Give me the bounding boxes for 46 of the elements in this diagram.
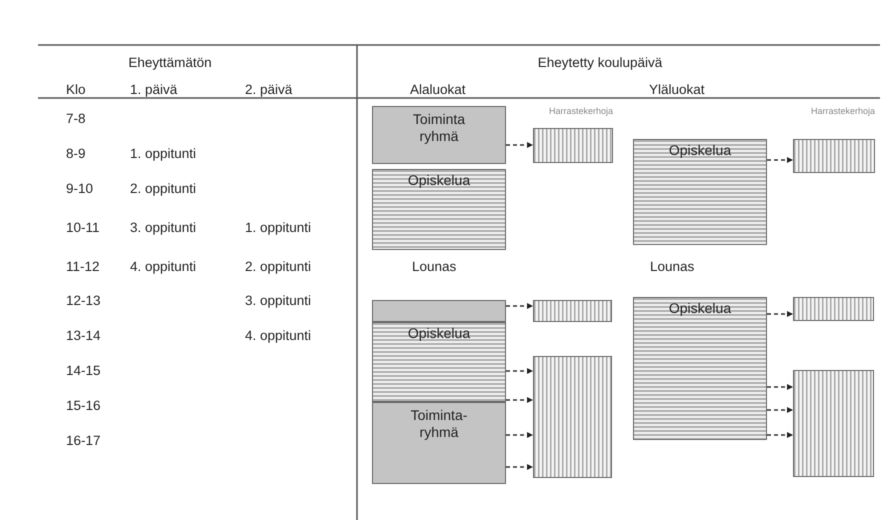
table-cell: 12-13	[66, 293, 101, 308]
column-heading: 1. päivä	[130, 82, 178, 97]
column-heading: Yläluokat	[649, 82, 705, 97]
table-cell: 2. oppitunti	[130, 181, 196, 196]
lunch-label: Lounas	[412, 259, 456, 274]
block-label: Toiminta-ryhmä	[410, 407, 468, 441]
dashed-arrow	[767, 157, 793, 163]
block-label: Opiskelua	[408, 325, 470, 342]
block-label: Opiskelua	[668, 300, 732, 317]
dashed-arrow	[506, 464, 533, 470]
table-cell: 1. oppitunti	[130, 146, 196, 161]
dashed-arrow	[506, 397, 533, 403]
dashed-arrow	[767, 432, 793, 438]
block-label: Toiminta ryhmä	[412, 111, 466, 145]
dashed-arrow	[506, 303, 533, 309]
dashed-arrow	[767, 311, 793, 317]
column-heading: Klo	[66, 82, 86, 97]
table-cell: 4. oppitunti	[130, 259, 196, 274]
table-cell: 4. oppitunti	[245, 328, 312, 343]
dashed-arrow	[767, 407, 793, 413]
table-cell: 1. oppitunti	[245, 220, 312, 235]
club-heading: Harrastekerhoja	[548, 106, 613, 116]
block-label: Opiskelua	[408, 172, 470, 189]
table-cell: 9-10	[66, 181, 94, 196]
table-cell: 11-12	[66, 259, 100, 274]
table-cell: 14-15	[66, 363, 101, 378]
group-heading: Eheyttämätön	[128, 55, 212, 70]
dashed-arrow	[767, 384, 793, 390]
lunch-label: Lounas	[650, 259, 694, 274]
table-cell: 15-16	[66, 398, 101, 413]
group-heading: Eheytetty koulupäivä	[538, 55, 662, 70]
column-heading: 2. päivä	[245, 82, 292, 97]
table-cell: 13-14	[66, 328, 101, 343]
column-heading: Alaluokat	[410, 82, 466, 97]
table-cell: 2. oppitunti	[245, 259, 312, 274]
table-cell: 3. oppitunti	[245, 293, 312, 308]
block-label: Opiskelua	[668, 142, 732, 159]
table-cell: 7-8	[66, 111, 86, 126]
table-cell: 3. oppitunti	[130, 220, 196, 235]
table-cell: 10-11	[66, 220, 100, 235]
dashed-arrow	[506, 142, 533, 148]
dashed-arrow	[506, 432, 533, 438]
dashed-arrow	[506, 368, 533, 374]
table-cell: 16-17	[66, 433, 101, 448]
club-heading: Harrastekerhoja	[810, 106, 875, 116]
table-cell: 8-9	[66, 146, 86, 161]
